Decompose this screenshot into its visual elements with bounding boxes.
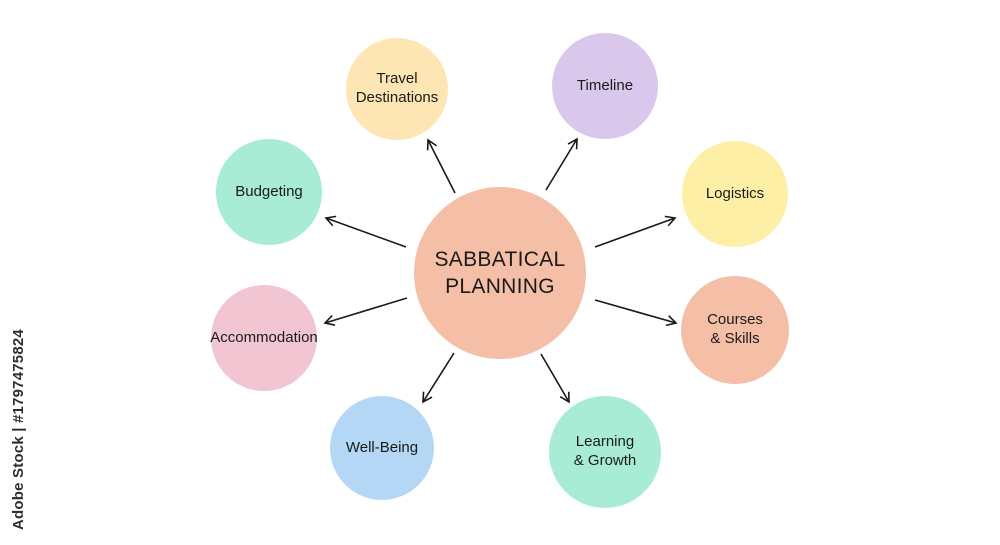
- topic-budgeting: Budgeting: [216, 139, 322, 245]
- arrow-to-logistics: [594, 215, 677, 248]
- arrow-to-accommodation: [323, 297, 408, 326]
- arrow-to-budgeting: [324, 215, 407, 248]
- arrow-to-well-being: [422, 352, 455, 404]
- topic-courses-skills: Courses & Skills: [681, 276, 789, 384]
- topic-accommodation: Accommodation: [210, 285, 318, 391]
- topic-learning-growth: Learning & Growth: [549, 396, 661, 508]
- topic-logistics: Logistics: [682, 141, 788, 247]
- topic-well-being: Well-Being: [330, 396, 434, 500]
- stock-credit-text: Adobe Stock | #1797475824: [10, 329, 27, 530]
- arrow-to-travel-destinations: [426, 138, 456, 194]
- topic-timeline: Timeline: [552, 33, 658, 139]
- center-node-sabbatical-planning: SABBATICAL PLANNING: [414, 187, 586, 359]
- arrow-to-courses-skills: [594, 299, 678, 327]
- arrow-to-learning-growth: [540, 353, 570, 404]
- stock-credit: Adobe Stock | #1797475824: [6, 300, 28, 530]
- arrow-to-timeline: [545, 137, 578, 191]
- topic-travel-destinations: Travel Destinations: [346, 38, 448, 140]
